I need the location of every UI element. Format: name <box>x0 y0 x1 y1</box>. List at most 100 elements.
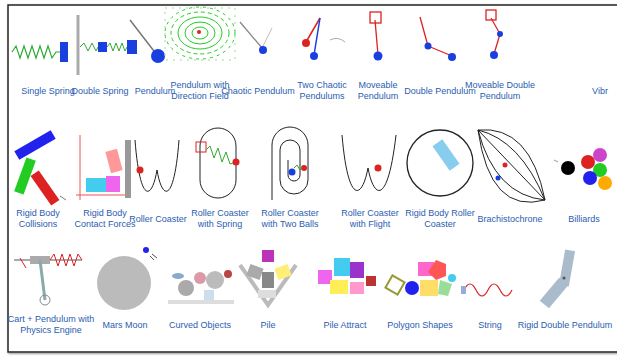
rigid-body-collisions <box>14 130 66 205</box>
body <box>432 139 459 170</box>
link <box>540 278 568 309</box>
thumbnail-caption: Roller Coaster with Spring <box>185 208 255 230</box>
rigid-body-roller-coaster <box>407 130 473 196</box>
block <box>350 262 364 278</box>
bob <box>374 52 383 61</box>
curve <box>478 130 545 202</box>
ball <box>375 165 382 172</box>
ball <box>233 159 240 166</box>
thumbnail-caption: Double Spring <box>55 86 145 97</box>
spring <box>12 46 60 58</box>
pile-attract <box>318 258 376 294</box>
field-ring <box>192 27 208 39</box>
spring <box>107 43 127 51</box>
joint <box>563 277 566 280</box>
rigid-double-pendulum <box>540 249 575 308</box>
ball <box>583 171 597 185</box>
state-dot <box>197 30 201 34</box>
bob <box>490 51 498 59</box>
string <box>461 284 512 296</box>
spring <box>206 146 236 164</box>
rod <box>420 17 428 46</box>
rod <box>40 260 45 300</box>
ball <box>593 148 607 162</box>
single-spring <box>12 42 68 62</box>
mars-moon <box>97 247 157 310</box>
rigid-body-contact-forces <box>76 135 131 200</box>
ball <box>496 176 501 181</box>
marker <box>20 258 26 268</box>
roller-coaster <box>135 140 179 191</box>
field-ring <box>185 22 215 44</box>
block <box>318 270 332 284</box>
body <box>194 272 206 284</box>
shape <box>428 260 446 280</box>
rod <box>314 18 320 55</box>
track <box>407 130 473 196</box>
rod <box>240 22 262 48</box>
block <box>105 149 122 173</box>
rod <box>494 34 500 54</box>
body <box>14 130 55 160</box>
pile <box>240 250 296 305</box>
block <box>262 250 274 262</box>
body <box>204 290 214 300</box>
block <box>106 176 120 192</box>
body <box>178 280 194 296</box>
body <box>31 170 60 205</box>
block <box>246 264 263 280</box>
spring <box>80 43 98 51</box>
shape <box>448 274 456 282</box>
track <box>272 127 308 200</box>
block <box>262 272 274 288</box>
bob <box>259 46 267 54</box>
cart-pendulum <box>14 254 82 305</box>
spring <box>294 165 302 170</box>
two-chaotic-pendulums <box>302 18 345 60</box>
brachistochrone <box>478 130 545 203</box>
thumbnail-caption: Polygon Shapes <box>375 320 465 331</box>
thumbnail-caption: Rigid Body Collisions <box>10 208 66 230</box>
roller-coaster-two-balls <box>272 127 308 200</box>
thumbnail-caption: Chaotic Pendulum <box>213 86 303 97</box>
rod <box>428 46 452 56</box>
spring <box>50 254 82 266</box>
motion-arc <box>330 38 345 42</box>
thumbnail-caption: Pile <box>238 320 298 331</box>
ball <box>598 176 612 190</box>
field-ring <box>171 12 229 54</box>
roller-coaster-spring <box>196 128 240 198</box>
block <box>258 290 276 298</box>
shape <box>405 281 419 295</box>
thumbnail-caption: Billiards <box>554 214 614 225</box>
shape <box>420 280 438 296</box>
ball <box>137 167 144 174</box>
block <box>127 40 137 54</box>
moon <box>143 247 149 253</box>
block <box>86 178 108 192</box>
billiards <box>554 148 612 190</box>
body <box>172 273 184 279</box>
double-pendulum <box>420 17 456 61</box>
block <box>334 258 350 276</box>
shape <box>438 280 452 296</box>
moveable-pendulum <box>370 12 383 61</box>
bob <box>425 43 432 50</box>
thumbnail-caption: Rigid Double Pendulum <box>517 320 613 331</box>
axis <box>76 195 130 196</box>
drive-arm <box>262 28 272 48</box>
planet <box>97 256 151 310</box>
body <box>206 271 224 289</box>
rod <box>130 20 157 55</box>
thumbnail-caption: Vibr <box>587 86 613 97</box>
curve <box>478 130 545 200</box>
track <box>135 140 179 191</box>
anchor <box>196 142 206 152</box>
track <box>342 135 396 190</box>
curve <box>478 130 545 200</box>
ball <box>289 169 296 176</box>
block <box>98 42 107 52</box>
floor <box>168 300 234 304</box>
